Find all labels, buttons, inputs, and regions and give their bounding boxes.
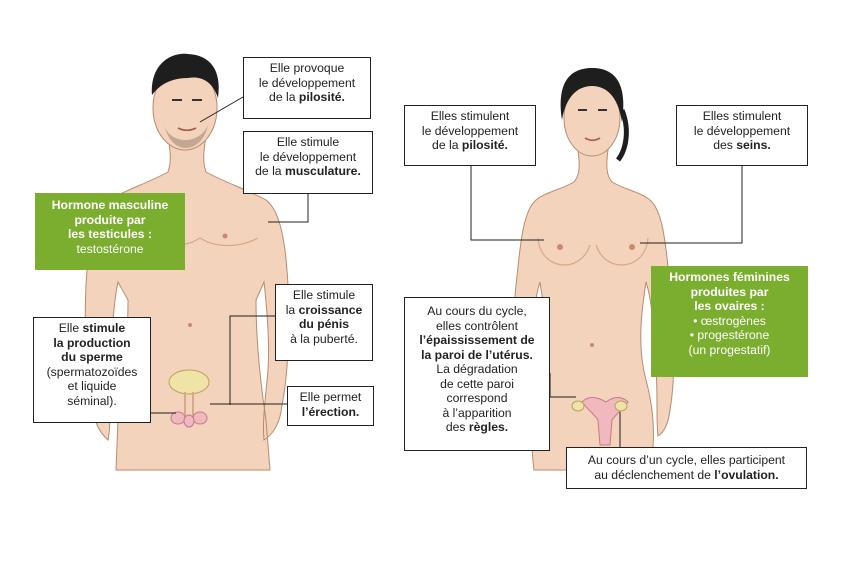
male-pilosite-box: Elle provoque le développement de la pil… — [243, 57, 371, 119]
male-croissance-line1: Elle stimule — [292, 288, 356, 302]
line-female-seins — [640, 165, 743, 244]
male-musculature-line2: le développement — [259, 149, 357, 164]
male-sperme-line2: la production — [53, 335, 131, 350]
male-hormone-title-3: les testicules : — [68, 227, 152, 241]
female-mouth — [584, 137, 601, 142]
female-nipple-left — [557, 244, 563, 250]
male-hormone-box: Hormone masculine produite par les testi… — [35, 193, 185, 270]
female-ovulation-line2: au déclenchement de l’ovulation. — [594, 467, 779, 482]
male-croissance-line4: à la puberté. — [290, 331, 358, 346]
female-pilosite-box: Elles stimulent le développement de la p… — [404, 105, 536, 166]
male-erection-line1: Elle permet — [299, 390, 362, 404]
male-pilosite-line1: Elle provoque — [269, 61, 345, 75]
female-ovulation-line1: Au cours d’un cycle, elles participent — [587, 453, 786, 467]
female-breast-right — [595, 237, 649, 266]
male-testis-right — [192, 411, 208, 425]
male-mouth — [177, 127, 197, 132]
female-cycle-line6: de cette paroi — [440, 376, 514, 391]
male-croissance-line3: du pénis — [298, 317, 350, 331]
male-erection-box: Elle permet l’érection. — [287, 386, 374, 426]
female-hormone-progesterone: • progestérone — [689, 328, 770, 342]
male-hormone-title-1: Hormone masculine — [51, 198, 169, 212]
female-ovulation-box: Au cours d’un cycle, elles participent a… — [566, 447, 807, 489]
female-hormone-title-3: les ovaires : — [694, 299, 765, 313]
female-hormone-title-1: Hormones féminines — [669, 270, 790, 284]
female-cycle-line7: correspond — [446, 391, 508, 405]
female-ovary-left — [571, 400, 585, 412]
female-hormone-progestatif: (un progestatif) — [688, 342, 771, 357]
line-female-cycle — [549, 373, 576, 398]
female-figure — [511, 68, 675, 471]
male-chest-right — [199, 237, 259, 247]
male-urethra — [184, 392, 194, 418]
male-sperme-line3: du sperme — [61, 350, 123, 364]
male-musculature-box: Elle stimule le développement de la musc… — [243, 131, 373, 194]
female-pilosite-line1: Elles stimulent — [430, 109, 510, 123]
female-seins-line2: le développement — [693, 123, 791, 138]
line-female-pilosite — [470, 165, 544, 241]
female-cycle-line1: Au cours du cycle, — [427, 304, 527, 318]
male-pilosite-line3: de la pilosité. — [269, 90, 345, 104]
female-hormone-title-2: produites par — [690, 284, 769, 299]
female-pilosite-line2: le développement — [421, 123, 519, 138]
male-prostate — [168, 369, 210, 395]
female-nipple-right — [629, 244, 635, 250]
male-erection-line2: l’érection. — [301, 404, 360, 419]
female-hair-back — [615, 109, 629, 162]
male-hormone-title-2: produite par — [74, 212, 146, 227]
female-pilosite-line3: de la pilosité. — [432, 138, 508, 152]
male-croissance-box: Elle stimule la croissance du pénis à la… — [275, 284, 373, 361]
male-sperme-line6: séminal). — [67, 393, 117, 408]
line-male-pilosite — [199, 96, 244, 123]
male-sperme-line5: et liquide — [67, 379, 117, 393]
female-seins-line3: des seins. — [713, 138, 771, 152]
male-penis — [183, 414, 195, 428]
female-seins-line1: Elles stimulent — [702, 109, 782, 123]
female-seins-box: Elles stimulent le développement des sei… — [676, 105, 808, 166]
female-cycle-line5: La dégradation — [436, 362, 518, 376]
male-nipple-right — [222, 233, 228, 239]
male-sperme-box: Elle stimule la production du sperme (sp… — [33, 317, 151, 423]
female-ovary-right — [614, 400, 628, 412]
female-cycle-line9: des règles. — [445, 420, 509, 434]
connector-lines — [151, 96, 743, 447]
line-male-musculature — [268, 194, 309, 223]
female-cycle-line3: l’épaississement de — [419, 333, 535, 347]
male-hair — [151, 53, 219, 98]
female-cycle-line8: à l’apparition — [442, 405, 512, 420]
male-musculature-line3: de la musculature. — [255, 164, 361, 178]
male-pilosite-line2: le développement — [258, 75, 356, 90]
female-breast-left — [537, 237, 591, 266]
male-hormone-testosterone: testostérone — [76, 241, 144, 256]
male-beard — [164, 125, 208, 148]
male-musculature-line1: Elle stimule — [276, 135, 340, 149]
female-cycle-line2: elles contrôlent — [436, 318, 518, 333]
female-hormone-box: Hormones féminines produites par les ova… — [651, 266, 808, 377]
line-male-croissance — [229, 315, 275, 405]
female-cycle-line4: la paroi de l’utérus. — [421, 347, 533, 362]
male-testis-left — [170, 411, 186, 425]
female-hormone-oestrogenes: • œstrogènes — [693, 313, 766, 328]
male-sperme-line1: Elle stimule — [58, 321, 126, 335]
male-croissance-line2: la croissance — [285, 302, 363, 317]
male-sperme-line4: (spermatozoïdes — [46, 364, 138, 379]
female-hair — [560, 68, 624, 122]
female-navel — [590, 343, 594, 347]
male-navel — [188, 323, 192, 327]
female-cycle-box: Au cours du cycle, elles contrôlent l’ép… — [404, 297, 550, 451]
